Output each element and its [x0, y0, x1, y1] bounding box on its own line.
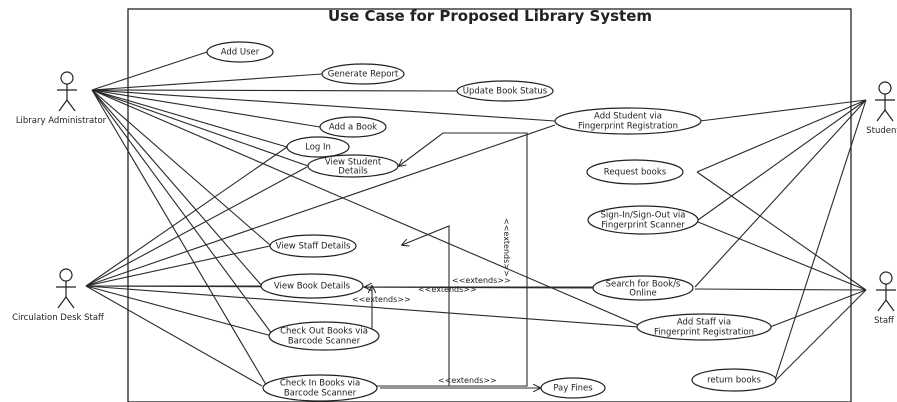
actor-library-administrator[interactable]: Library Administrator — [16, 71, 107, 126]
extends-relations — [365, 132, 594, 388]
svg-text:Add User: Add User — [221, 48, 260, 58]
actor-label: Circulation Desk Staff — [12, 313, 105, 323]
usecase-add-book[interactable]: Add a Book — [319, 116, 387, 138]
svg-text:Add Staff via: Add Staff via — [677, 318, 731, 328]
svg-text:Fingerprint Registration: Fingerprint Registration — [654, 328, 754, 338]
usecase-check-out-books[interactable]: Check Out Books via Barcode Scanner — [268, 321, 380, 351]
usecase-generate-report[interactable]: Generate Report — [321, 63, 405, 85]
svg-text:Add a Book: Add a Book — [329, 123, 377, 133]
usecase-sign-in-out-fingerprint[interactable]: Sign-In/Sign-Out via Fingerprint Scanner — [587, 205, 699, 235]
usecase-log-in[interactable]: Log In — [286, 136, 350, 158]
svg-text:Online: Online — [629, 289, 656, 299]
svg-text:Check In Books via: Check In Books via — [280, 379, 360, 389]
usecase-add-user[interactable]: Add User — [206, 41, 274, 63]
svg-text:Pay Fines: Pay Fines — [553, 384, 593, 394]
svg-text:Fingerprint Scanner: Fingerprint Scanner — [601, 221, 685, 231]
usecase-return-books[interactable]: return books — [691, 368, 777, 392]
association-edges — [85, 51, 867, 389]
usecase-view-book-details[interactable]: View Book Details — [260, 273, 364, 299]
actor-label: Staff — [874, 316, 895, 326]
actor-staff[interactable]: Staff — [874, 271, 896, 326]
usecase-request-books[interactable]: Request books — [586, 159, 684, 185]
actor-label: Library Administrator — [16, 116, 107, 126]
extends-label-2: <<extends>> — [452, 276, 511, 285]
svg-text:Add Student via: Add Student via — [594, 112, 662, 122]
svg-text:View Staff Details: View Staff Details — [276, 242, 351, 252]
svg-text:return books: return books — [707, 376, 761, 386]
usecase-update-book-status[interactable]: Update Book Status — [456, 80, 554, 102]
usecase-check-in-books[interactable]: Check In Books via Barcode Scanner — [262, 374, 378, 402]
svg-text:View Student: View Student — [325, 158, 382, 168]
diagram-title: Use Case for Proposed Library System — [328, 7, 652, 25]
usecase-add-staff-fingerprint[interactable]: Add Staff via Fingerprint Registration — [636, 313, 772, 341]
svg-text:Log In: Log In — [305, 143, 331, 153]
actor-label: Student — [866, 126, 897, 136]
extends-label-5: <<extends>> — [438, 376, 497, 385]
usecase-pay-fines[interactable]: Pay Fines — [540, 377, 606, 399]
actor-student[interactable]: Student — [866, 81, 897, 136]
svg-text:Details: Details — [338, 167, 368, 177]
actor-circulation-desk-staff[interactable]: Circulation Desk Staff — [12, 268, 105, 323]
svg-text:Barcode Scanner: Barcode Scanner — [288, 337, 361, 347]
svg-text:View Book Details: View Book Details — [274, 282, 351, 292]
svg-text:Check Out Books via: Check Out Books via — [280, 327, 368, 337]
extends-label-1: <<extends>> — [502, 218, 511, 277]
svg-text:Generate Report: Generate Report — [328, 70, 399, 80]
usecase-search-book-online[interactable]: Search for Book/s Online — [592, 275, 694, 301]
svg-text:Update Book Status: Update Book Status — [463, 87, 548, 97]
system-boundary — [127, 8, 852, 402]
extends-label-4: <<extends>> — [352, 295, 411, 304]
svg-text:Sign-In/Sign-Out via: Sign-In/Sign-Out via — [601, 211, 686, 221]
svg-text:Request books: Request books — [604, 168, 667, 178]
usecase-view-student-details[interactable]: View Student Details — [307, 154, 399, 178]
svg-text:Fingerprint Registration: Fingerprint Registration — [578, 122, 678, 132]
usecase-view-staff-details[interactable]: View Staff Details — [269, 234, 357, 258]
extends-label-3: <<extends>> — [418, 285, 477, 294]
usecase-add-student-fingerprint[interactable]: Add Student via Fingerprint Registration — [554, 107, 702, 135]
svg-text:Barcode Scanner: Barcode Scanner — [284, 389, 357, 399]
svg-text:Search for Book/s: Search for Book/s — [606, 280, 681, 290]
